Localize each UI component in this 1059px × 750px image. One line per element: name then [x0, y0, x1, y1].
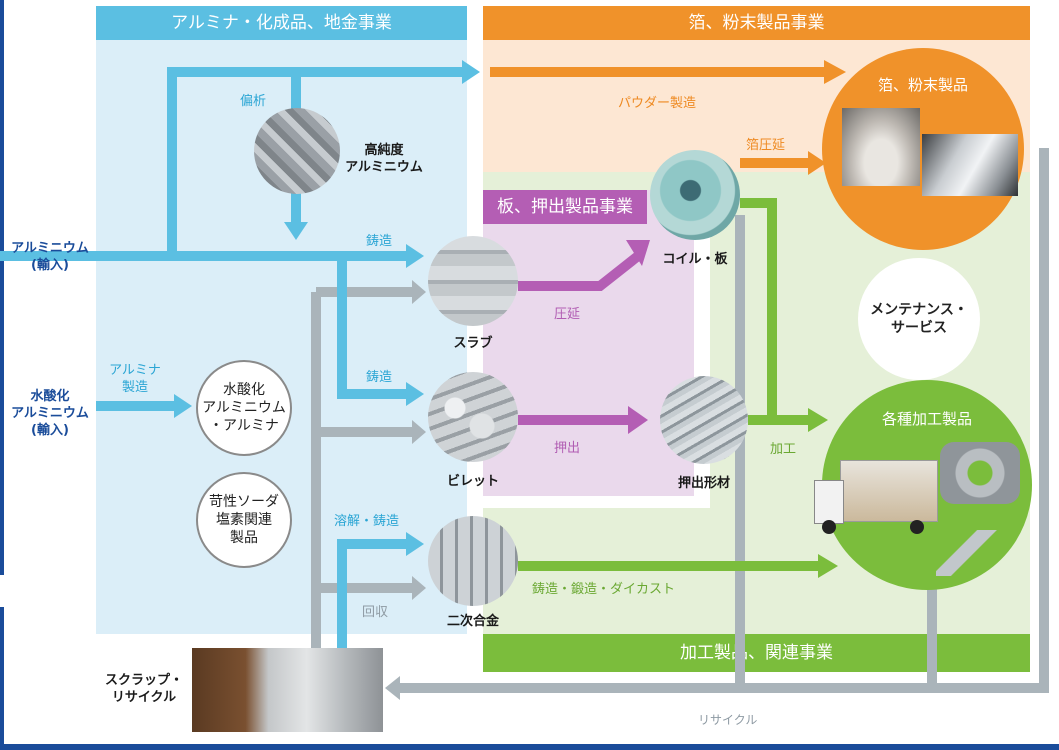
caustic-line2: 塩素関連 — [216, 512, 272, 528]
forged-arm-photo — [936, 530, 1006, 576]
coil-label: コイル・板 — [662, 252, 728, 267]
truck-wheel-front — [822, 520, 836, 534]
hydroxide-alumina-line2: アルミニウム — [202, 400, 286, 416]
profiles-photo — [660, 376, 748, 464]
label-recycle: リサイクル — [698, 713, 758, 727]
foil-products-label: 箔、粉末製品 — [877, 76, 968, 94]
secondary-alloy-photo — [428, 516, 518, 606]
maintenance-line2: サービス — [890, 320, 947, 336]
high-purity-line2: アルミニウム — [345, 160, 423, 175]
zone-sheet-header: 板、押出製品事業 — [483, 190, 647, 224]
billet-photo — [428, 372, 518, 462]
high-purity-photo — [254, 108, 340, 194]
scrap-label: スクラップ・ リサイクル — [96, 672, 192, 706]
fabricated-products-label: 各種加工製品 — [881, 410, 972, 428]
label-rolling: 圧延 — [554, 307, 581, 322]
input-hydroxide-line1: 水酸化 — [30, 389, 70, 404]
secondary-alloy-label: 二次合金 — [446, 614, 499, 629]
label-casting1: 鋳造 — [366, 234, 393, 249]
foil-powder-photo — [842, 108, 920, 186]
truck-wheel-rear — [910, 520, 924, 534]
scrap-line2: リサイクル — [111, 690, 177, 705]
label-recovery: 回収 — [362, 605, 389, 620]
caustic-line1: 苛性ソーダ — [209, 494, 279, 510]
billet-label: ビレット — [446, 474, 499, 489]
label-casting-forging: 鋳造・鍛造・ダイカスト — [532, 582, 676, 597]
hydroxide-alumina-line1: 水酸化 — [223, 382, 265, 398]
high-purity-line1: 高純度 — [364, 143, 404, 158]
left-edge-bar-bottom — [0, 607, 4, 750]
input-aluminium-label: アルミニウム (輸入) — [4, 240, 96, 274]
input-hydroxide-label: 水酸化 アルミニウム (輸入) — [4, 388, 96, 439]
label-alumina-production: アルミナ 製造 — [106, 362, 164, 396]
label-remelt: 溶解・鋳造 — [334, 514, 400, 529]
caustic-line3: 製品 — [230, 530, 258, 546]
scrap-photo — [192, 648, 383, 732]
input-aluminium-line2: (輸入) — [31, 258, 69, 273]
label-processing: 加工 — [770, 442, 797, 457]
label-alumina-production-line2: 製造 — [121, 380, 148, 395]
label-casting2: 鋳造 — [366, 370, 393, 385]
foil-roll-photo — [922, 134, 1018, 196]
hydroxide-alumina-node: 水酸化 アルミニウム ・アルミナ — [196, 360, 292, 456]
caustic-node: 苛性ソーダ 塩素関連 製品 — [196, 472, 292, 568]
label-foil-rolling: 箔圧延 — [746, 138, 786, 153]
maintenance-line1: メンテナンス・ — [870, 302, 968, 318]
truck-photo — [814, 454, 938, 536]
hydroxide-alumina-line3: ・アルミナ — [209, 418, 279, 434]
casting-part-photo — [940, 442, 1020, 504]
zone-fabricated-header: 加工製品、関連事業 — [483, 634, 1030, 672]
bottom-edge-bar — [0, 744, 1059, 750]
truck-body — [840, 460, 938, 522]
input-aluminium-line1: アルミニウム — [11, 241, 89, 256]
zone-alumina-header: アルミナ・化成品、地金事業 — [96, 6, 467, 40]
high-purity-label: 高純度 アルミニウム — [336, 142, 432, 176]
zone-foil-header: 箔、粉末製品事業 — [483, 6, 1030, 40]
label-powder: パウダー製造 — [618, 96, 697, 111]
left-edge-bar-top — [0, 0, 4, 575]
maintenance-node: メンテナンス・ サービス — [858, 258, 980, 380]
slab-photo — [428, 236, 518, 326]
profiles-label: 押出形材 — [677, 476, 730, 491]
coil-photo — [650, 150, 740, 240]
zone-sheet-bg — [483, 190, 694, 496]
slab-label: スラブ — [453, 336, 493, 351]
input-hydroxide-line2: アルミニウム — [11, 406, 89, 421]
label-alumina-production-line1: アルミナ — [109, 363, 161, 378]
zone-white-strip — [483, 496, 710, 508]
input-hydroxide-line3: (輸入) — [31, 423, 69, 438]
scrap-line1: スクラップ・ — [104, 673, 183, 688]
label-segregation: 偏析 — [240, 94, 267, 109]
truck-cab — [814, 480, 844, 524]
label-extrusion: 押出 — [554, 441, 581, 456]
